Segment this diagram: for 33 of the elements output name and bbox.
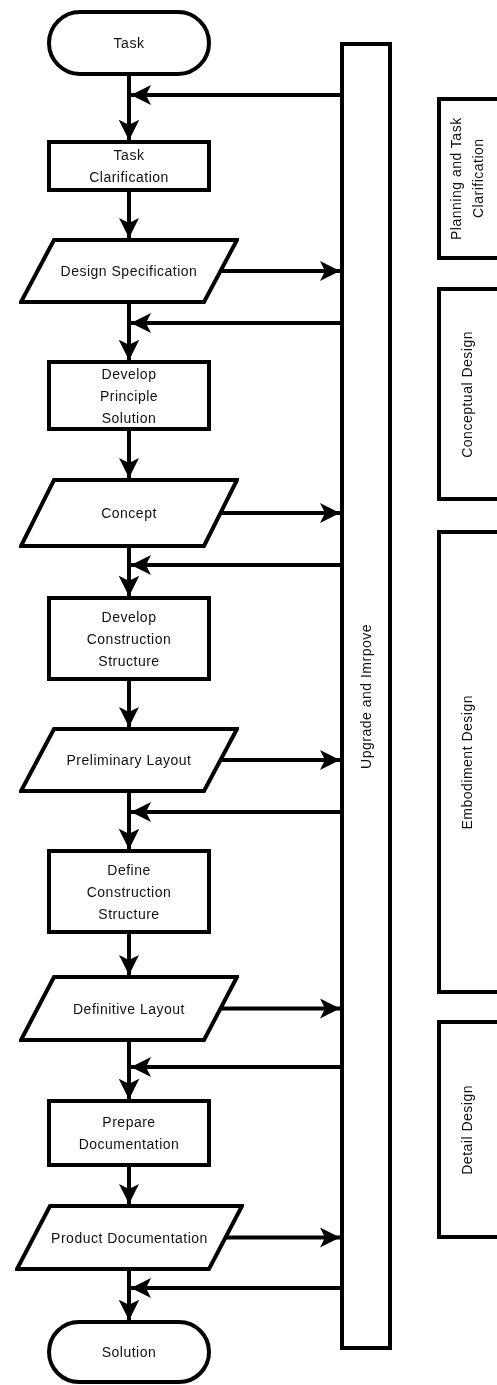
process-box	[47, 360, 211, 431]
data-label: Definitive Layout	[72, 999, 186, 1019]
process-label: Develop Principle Solution	[98, 364, 160, 428]
data-parallelogram	[19, 727, 239, 793]
process-label: Prepare Documentation	[77, 1113, 181, 1154]
bar-label: Upgrade and Imrpove	[357, 623, 375, 769]
process-label: Define Construction Structure	[85, 860, 173, 924]
phase-box	[437, 97, 497, 260]
data-parallelogram	[19, 975, 239, 1042]
data-parallelogram	[19, 478, 239, 548]
process-box	[47, 849, 211, 934]
terminal-label: Solution	[100, 1343, 158, 1362]
process-label: Develop Construction Structure	[85, 607, 173, 671]
terminal-label: Task	[112, 34, 146, 53]
process-box	[47, 140, 211, 192]
feedback-bar	[340, 42, 392, 1350]
data-parallelogram	[19, 238, 239, 304]
phase-label: Detail Design	[458, 1084, 476, 1175]
phase-box	[437, 287, 497, 501]
phase-label: Conceptual Design	[458, 330, 476, 458]
data-label: Preliminary Layout	[65, 751, 193, 770]
phase-label: Planning and Task Clarification	[447, 116, 487, 242]
data-label: Product Documentation	[50, 1228, 209, 1248]
data-label: Design Specification	[59, 262, 199, 281]
process-box	[47, 596, 211, 681]
phase-box	[437, 530, 497, 994]
terminal-shape	[47, 1320, 211, 1384]
process-label: Task Clarification	[88, 146, 170, 187]
phase-label: Embodiment Design	[458, 694, 476, 830]
process-box	[47, 1099, 211, 1167]
data-parallelogram	[15, 1204, 244, 1271]
data-label: Concept	[100, 504, 158, 523]
phase-box	[437, 1020, 497, 1239]
